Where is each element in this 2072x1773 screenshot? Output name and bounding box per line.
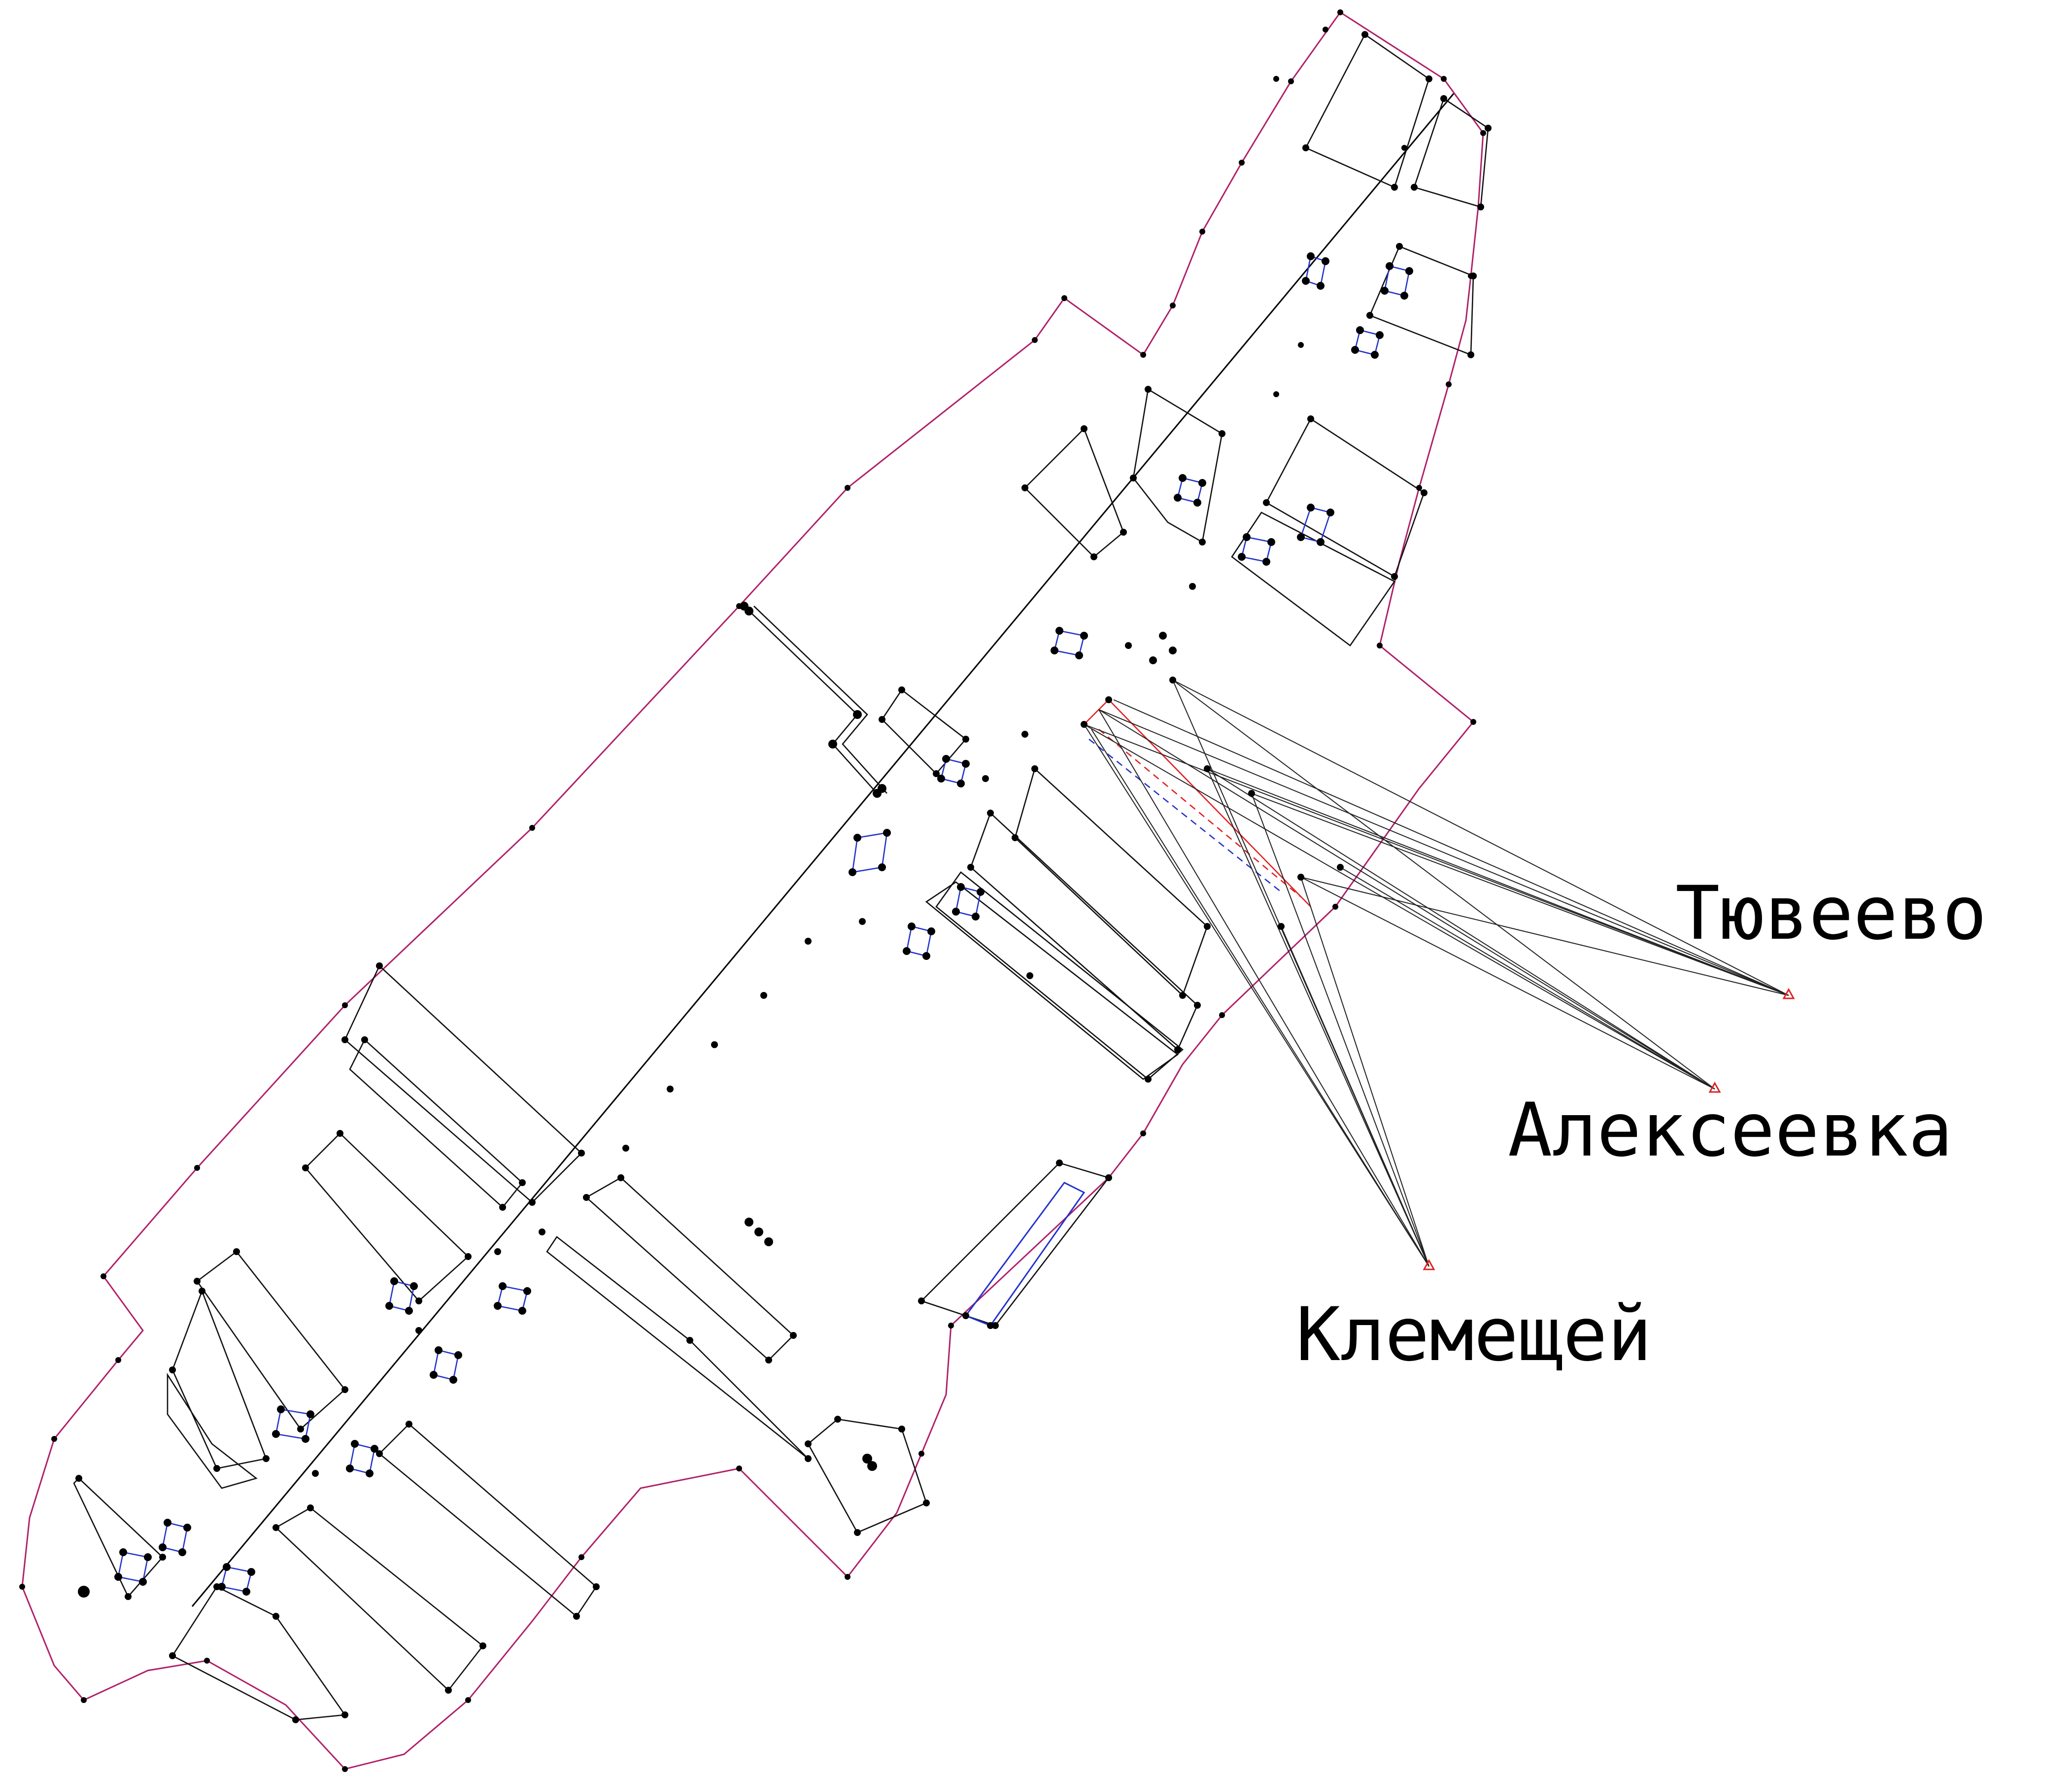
land-parcel xyxy=(753,606,887,794)
station-label-alekseevka: Алексеевка xyxy=(1508,1088,1953,1173)
land-parcel xyxy=(1413,97,1489,208)
survey-boundary xyxy=(1098,728,1301,898)
land-parcel xyxy=(344,964,582,1203)
land-parcel xyxy=(925,881,1179,1080)
building-footprint xyxy=(964,1182,1086,1327)
survey-boundary xyxy=(1088,738,1282,893)
land-parcel xyxy=(1231,511,1395,647)
land-parcel xyxy=(1369,245,1474,356)
land-parcel xyxy=(167,1372,258,1489)
settlement-boundary xyxy=(21,11,1484,1770)
land-parcel xyxy=(171,1289,267,1469)
land-parcel xyxy=(744,606,878,794)
boundary-vertices xyxy=(19,9,1486,1772)
survey-rays-tyuveevo xyxy=(1084,680,1789,996)
station-marker-klemeshchei xyxy=(1423,1259,1435,1270)
land-parcel xyxy=(274,1507,484,1691)
land-parcel xyxy=(1132,388,1223,544)
land-parcel xyxy=(1014,767,1208,997)
land-parcel xyxy=(546,1236,809,1460)
survey-points xyxy=(75,27,1492,1723)
land-parcel xyxy=(585,1177,794,1361)
station-marker-alekseevka xyxy=(1708,1081,1721,1093)
station-label-klemeshchei: Клемещей xyxy=(1296,1292,1652,1378)
land-parcel xyxy=(1265,418,1425,578)
land-parcel xyxy=(349,1038,523,1208)
survey-rays-alekseevka xyxy=(1084,680,1715,1090)
land-parcel xyxy=(196,1251,346,1430)
land-parcel xyxy=(171,1586,346,1721)
land-parcel xyxy=(1024,427,1124,558)
station-label-tyuveevo: Тювеево xyxy=(1675,871,1987,956)
building-footprint xyxy=(117,1551,149,1583)
main-road xyxy=(191,93,1455,1607)
station-marker-tyuveevo xyxy=(1782,988,1795,999)
land-parcel xyxy=(935,871,1184,1080)
land-parcel xyxy=(920,1162,1110,1327)
land-parcel xyxy=(378,1423,597,1617)
land-parcel xyxy=(305,1132,469,1302)
land-parcel xyxy=(807,1418,927,1534)
survey-rays-klemeshchei xyxy=(1084,680,1429,1267)
